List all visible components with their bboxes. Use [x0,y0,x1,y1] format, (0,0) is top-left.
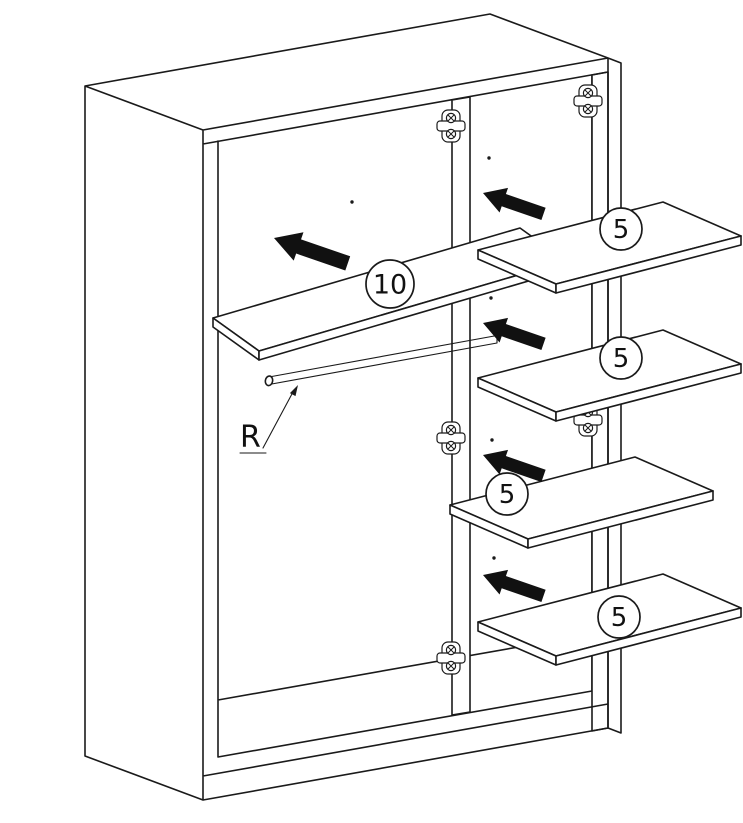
callout-circle [365,259,415,309]
callout-shelf5-4: 5 [597,595,641,639]
center-partition [451,96,471,716]
cabinet-outline [84,13,622,801]
arrow-glyph [478,562,548,609]
callout-circle [599,336,643,380]
callout-shelf10: 10 [365,259,415,309]
shelf-pin-holes [350,156,496,560]
callout-label: 10 [373,270,407,301]
rail-pointer-arrowhead [289,385,298,397]
arrow-glyph [478,180,548,227]
callout-label: 5 [499,480,516,510]
arrow-glyph [478,310,548,357]
rail-end-cap [264,375,274,387]
callout-circle [599,207,643,251]
rail-label: R [240,420,261,455]
rail-pointer-line [262,391,294,449]
callout-label: 5 [613,344,630,374]
pin-hole [350,200,354,204]
pin-hole [487,156,491,160]
pin-hole [492,556,496,560]
shelf-edge-front [555,363,742,422]
hanging-rail-group: R [239,334,498,455]
callout-circle [485,472,529,516]
callout-label: 5 [613,215,630,245]
callout-circle [597,595,641,639]
arrow-glyph [269,223,353,278]
shelf-edge-front [555,235,742,294]
insert-arrow-shelf-1 [478,180,548,227]
shelf-edge-front [527,490,714,549]
insert-arrow-shelf-2 [478,310,548,357]
callout-shelf5-2: 5 [599,336,643,380]
small-shelf-3 [449,456,714,549]
insert-arrow-large-shelf [269,223,353,278]
callout-label: 5 [611,603,628,633]
pin-hole [489,296,493,300]
callout-shelf5-3: 5 [485,472,529,516]
pin-hole [490,438,494,442]
insert-arrow-shelf-4 [478,562,548,609]
callout-shelf5-1: 5 [599,207,643,251]
shelf-edge-front [555,607,742,666]
